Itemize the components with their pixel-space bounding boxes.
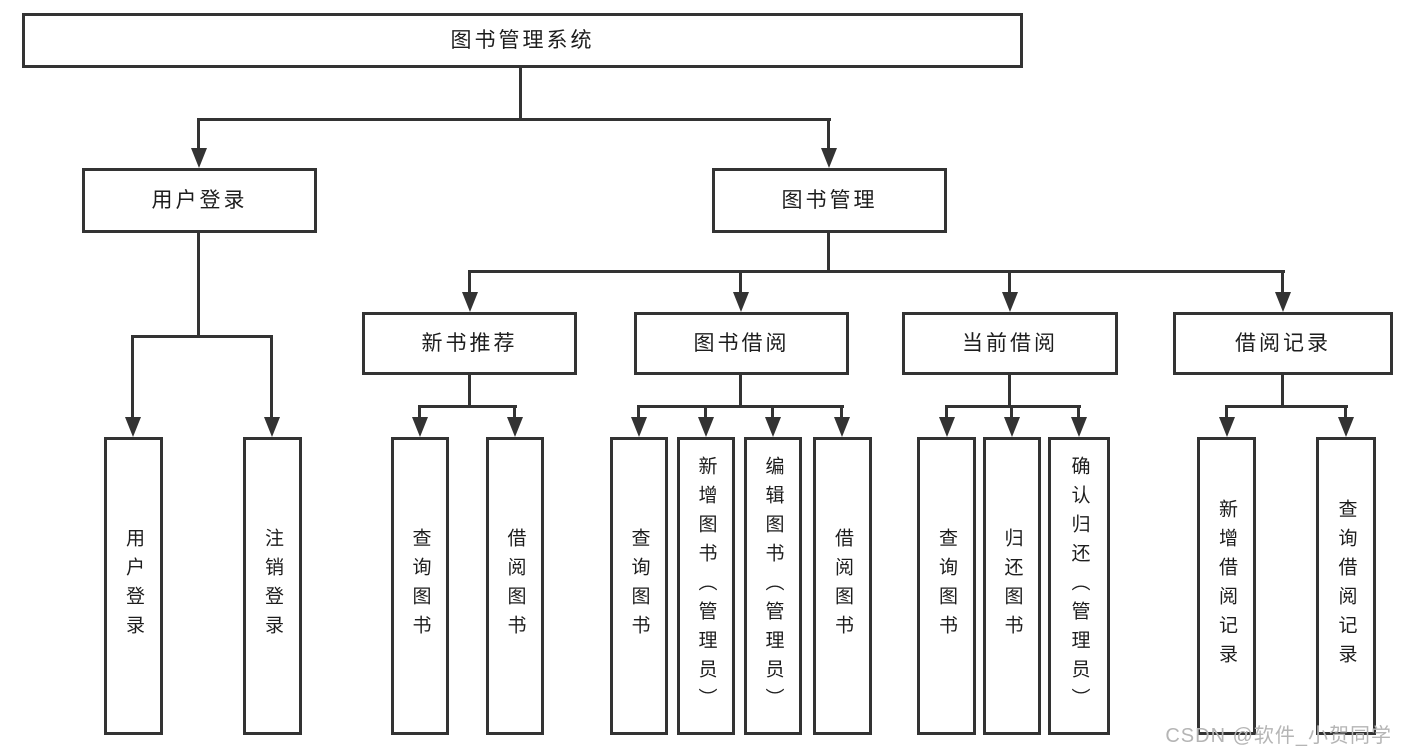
connector-drop-leaf-user-login <box>131 335 134 420</box>
connector-drop-bor-add <box>704 405 707 420</box>
arrowhead-book-management <box>821 148 837 168</box>
leaf-borrow-books-recommend: 借阅图书 <box>486 437 544 735</box>
arrowhead-rec-borrow <box>507 417 523 437</box>
connector-login-stem <box>197 233 200 338</box>
leaf-add-book-admin: 新增图书（管理员） <box>677 437 735 735</box>
connector-drop-bor-query <box>637 405 640 420</box>
leaf-query-books-borrowing: 查询图书 <box>610 437 668 735</box>
connector-borrowing-bar <box>637 405 844 408</box>
arrowhead-current-borrowing <box>1002 292 1018 312</box>
connector-rec-bar <box>418 405 517 408</box>
connector-drop-rec-borrow <box>513 405 516 420</box>
connector-current-stem <box>1008 375 1011 407</box>
leaf-edit-book-admin: 编辑图书（管理员） <box>744 437 802 735</box>
arrowhead-bor-edit <box>765 417 781 437</box>
connector-drop-rec-add-record <box>1225 405 1228 420</box>
connector-drop-cur-confirm <box>1077 405 1080 420</box>
connector-drop-new-book-rec <box>468 270 471 295</box>
leaf-query-books-recommend: 查询图书 <box>391 437 449 735</box>
connector-mgmt-stem <box>827 233 830 273</box>
arrowhead-cur-return <box>1004 417 1020 437</box>
arrowhead-new-book-rec <box>462 292 478 312</box>
node-new-book-recommendation: 新书推荐 <box>362 312 577 375</box>
arrowhead-rec-query-record <box>1338 417 1354 437</box>
leaf-query-books-current: 查询图书 <box>917 437 976 735</box>
arrowhead-rec-query <box>412 417 428 437</box>
connector-level2-bar <box>198 118 831 121</box>
leaf-confirm-return-admin: 确认归还（管理员） <box>1048 437 1110 735</box>
node-current-borrowing: 当前借阅 <box>902 312 1118 375</box>
connector-drop-cur-query <box>945 405 948 420</box>
connector-rec-stem <box>468 375 471 407</box>
connector-drop-bor-edit <box>771 405 774 420</box>
connector-login-bar <box>131 335 273 338</box>
connector-drop-user-login <box>197 118 200 150</box>
connector-level3-bar <box>468 270 1285 273</box>
leaf-query-borrow-record: 查询借阅记录 <box>1316 437 1376 735</box>
leaf-add-borrow-record: 新增借阅记录 <box>1197 437 1256 735</box>
connector-records-stem <box>1281 375 1284 407</box>
node-book-borrowing: 图书借阅 <box>634 312 849 375</box>
arrowhead-cur-query <box>939 417 955 437</box>
leaf-user-login: 用户登录 <box>104 437 163 735</box>
connector-drop-cur-return <box>1010 405 1013 420</box>
node-book-management-branch: 图书管理 <box>712 168 947 233</box>
connector-records-bar <box>1225 405 1348 408</box>
connector-drop-borrowing-records <box>1281 270 1284 295</box>
connector-drop-rec-query-record <box>1344 405 1347 420</box>
connector-borrowing-stem <box>739 375 742 407</box>
arrowhead-borrowing-records <box>1275 292 1291 312</box>
arrowhead-bor-query <box>631 417 647 437</box>
connector-drop-book-borrowing <box>739 270 742 295</box>
connector-current-bar <box>945 405 1081 408</box>
connector-drop-current-borrowing <box>1008 270 1011 295</box>
arrowhead-book-borrowing <box>733 292 749 312</box>
leaf-return-book: 归还图书 <box>983 437 1041 735</box>
connector-drop-rec-query <box>418 405 421 420</box>
arrowhead-leaf-user-login <box>125 417 141 437</box>
leaf-borrow-books-borrowing: 借阅图书 <box>813 437 872 735</box>
connector-drop-leaf-logout <box>270 335 273 420</box>
csdn-watermark: CSDN @软件_小贺同学 <box>1165 725 1392 747</box>
arrowhead-rec-add-record <box>1219 417 1235 437</box>
arrowhead-user-login <box>191 148 207 168</box>
node-borrowing-records: 借阅记录 <box>1173 312 1393 375</box>
connector-drop-bor-borrow <box>840 405 843 420</box>
node-root-library-management-system: 图书管理系统 <box>22 13 1023 68</box>
arrowhead-leaf-logout <box>264 417 280 437</box>
arrowhead-cur-confirm <box>1071 417 1087 437</box>
connector-drop-book-management <box>827 118 830 150</box>
leaf-logout: 注销登录 <box>243 437 302 735</box>
connector-root-stem <box>519 68 522 121</box>
node-user-login-branch: 用户登录 <box>82 168 317 233</box>
arrowhead-bor-borrow <box>834 417 850 437</box>
arrowhead-bor-add <box>698 417 714 437</box>
